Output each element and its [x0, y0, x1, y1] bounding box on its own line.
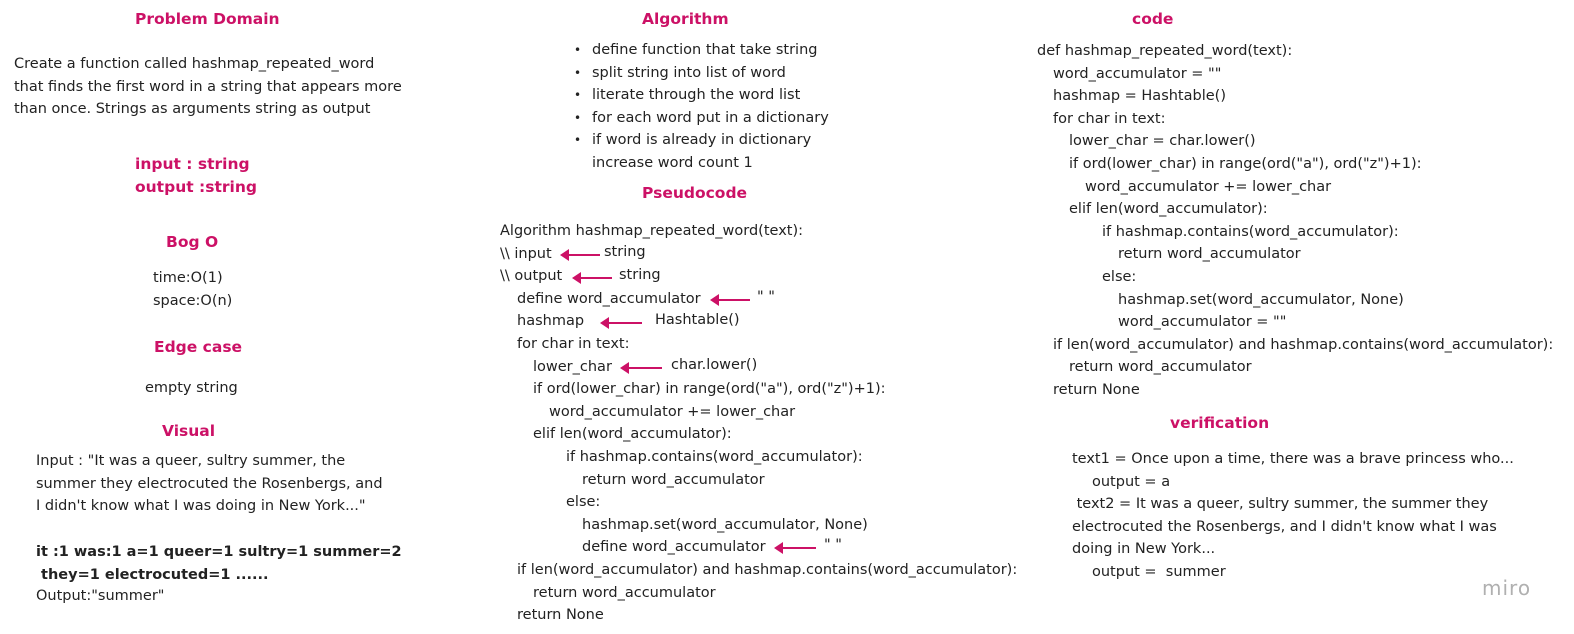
verification-block: text1 = Once upon a time, there was a br… — [1072, 448, 1514, 584]
time-complexity: time:O(1) — [153, 270, 223, 286]
arrow-left-icon — [710, 294, 750, 306]
pseudo-line: if ord(lower_char) in range(ord("a"), or… — [533, 381, 886, 398]
visual-title: Visual — [162, 422, 216, 440]
code-line: return word_accumulator — [1118, 246, 1301, 263]
io-spec: input : string output :string — [135, 153, 257, 198]
pseudo-line: if len(word_accumulator) and hashmap.con… — [517, 561, 1018, 578]
miro-logo: miro — [1482, 576, 1532, 600]
verification-line: output = a — [1092, 473, 1171, 490]
algorithm-step: literate through the word list — [574, 84, 829, 107]
count-line: they=1 electrocuted=1 ...... — [36, 566, 269, 583]
algorithm-title: Algorithm — [642, 10, 729, 28]
verification-line: output = summer — [1092, 563, 1226, 580]
code-line: return None — [1053, 381, 1140, 398]
pseudo-line: else: — [566, 494, 601, 511]
pseudo-line: elif len(word_accumulator): — [533, 426, 732, 443]
big-o-values: time:O(1) space:O(n) — [153, 267, 232, 312]
verification-line: text2 = It was a queer, sultry summer, t… — [1072, 496, 1489, 513]
code-line: for char in text: — [1053, 110, 1166, 127]
problem-line: than once. Strings as arguments string a… — [14, 101, 371, 118]
algorithm-steps: define function that take string split s… — [574, 39, 829, 175]
algorithm-step: for each word put in a dictionary — [574, 107, 829, 130]
pseudo-line: define word_accumulator — [517, 290, 701, 307]
visual-word-counts: it :1 was:1 a=1 queer=1 sultry=1 summer=… — [36, 541, 402, 586]
arrow-left-icon — [600, 317, 642, 329]
arrow-left-icon — [560, 249, 600, 261]
pseudo-annotation: " " — [824, 537, 842, 553]
arrow-left-icon — [620, 362, 662, 374]
visual-output: Output:"summer" — [36, 588, 165, 604]
problem-line: that finds the first word in a string th… — [14, 78, 402, 95]
space-complexity: space:O(n) — [153, 292, 233, 309]
pseudo-line: \\ output — [500, 268, 563, 285]
code-line: elif len(word_accumulator): — [1069, 201, 1268, 218]
algorithm-step: split string into list of word — [574, 62, 829, 85]
pseudo-annotation: " " — [757, 289, 775, 305]
visual-input-line: I didn't know what I was doing in New Yo… — [36, 498, 366, 515]
pseudo-line: if hashmap.contains(word_accumulator): — [566, 448, 863, 465]
code-line: else: — [1102, 268, 1137, 285]
code-title: code — [1132, 10, 1174, 28]
code-line: def hashmap_repeated_word(text): — [1037, 43, 1293, 59]
algorithm-step: if word is already in dictionary — [574, 129, 829, 152]
code-line: hashmap = Hashtable() — [1053, 88, 1226, 105]
problem-line: Create a function called hashmap_repeate… — [14, 56, 375, 72]
pseudo-line: lower_char — [533, 358, 612, 375]
pseudo-annotation: char.lower() — [671, 357, 758, 373]
pseudo-line: hashmap.set(word_accumulator, None) — [582, 516, 868, 533]
arrow-left-icon — [572, 272, 612, 284]
code-line: if ord(lower_char) in range(ord("a"), or… — [1069, 155, 1422, 172]
algorithm-step: define function that take string — [574, 39, 829, 62]
visual-input-line: summer they electrocuted the Rosenbergs,… — [36, 475, 383, 492]
pseudo-line: \\ input — [500, 245, 552, 262]
edge-case-title: Edge case — [154, 338, 243, 356]
pseudo-annotation: string — [619, 267, 661, 283]
code-block: def hashmap_repeated_word(text): word_ac… — [1037, 40, 1553, 402]
code-line: word_accumulator = "" — [1118, 314, 1287, 331]
problem-domain-title: Problem Domain — [135, 10, 280, 28]
pseudo-line: hashmap — [517, 313, 585, 330]
big-o-title: Bog O — [166, 233, 219, 251]
problem-description: Create a function called hashmap_repeate… — [14, 53, 402, 121]
input-spec: input : string — [135, 155, 250, 173]
code-line: word_accumulator = "" — [1053, 65, 1222, 82]
verification-line: doing in New York... — [1072, 541, 1216, 558]
pseudo-line: word_accumulator += lower_char — [549, 403, 796, 420]
code-line: hashmap.set(word_accumulator, None) — [1118, 291, 1404, 308]
pseudocode-title: Pseudocode — [642, 184, 748, 202]
pseudo-line: return word_accumulator — [533, 584, 716, 601]
pseudo-line: for char in text: — [517, 335, 630, 352]
pseudo-annotation: Hashtable() — [655, 312, 740, 328]
edge-case-text: empty string — [145, 380, 238, 396]
verification-line: electrocuted the Rosenbergs, and I didn'… — [1072, 518, 1497, 535]
algorithm-step-continued: increase word count 1 — [592, 154, 753, 171]
code-line: lower_char = char.lower() — [1069, 133, 1256, 150]
visual-input-line: Input : "It was a queer, sultry summer, … — [36, 453, 346, 469]
pseudo-annotation: string — [604, 244, 646, 260]
pseudo-line: Algorithm hashmap_repeated_word(text): — [500, 223, 803, 239]
pseudo-line: define word_accumulator — [582, 539, 766, 556]
output-spec: output :string — [135, 177, 257, 196]
code-line: if len(word_accumulator) and hashmap.con… — [1053, 336, 1554, 353]
verification-title: verification — [1170, 414, 1270, 432]
pseudo-line: return None — [517, 607, 604, 624]
visual-input: Input : "It was a queer, sultry summer, … — [36, 450, 383, 518]
arrow-left-icon — [774, 542, 816, 554]
pseudocode-block: Algorithm hashmap_repeated_word(text): \… — [500, 220, 1017, 627]
verification-line: text1 = Once upon a time, there was a br… — [1072, 451, 1514, 467]
code-line: return word_accumulator — [1069, 359, 1252, 376]
pseudo-line: return word_accumulator — [582, 471, 765, 488]
count-line: it :1 was:1 a=1 queer=1 sultry=1 summer=… — [36, 544, 402, 560]
code-line: if hashmap.contains(word_accumulator): — [1102, 223, 1399, 240]
code-line: word_accumulator += lower_char — [1085, 178, 1332, 195]
